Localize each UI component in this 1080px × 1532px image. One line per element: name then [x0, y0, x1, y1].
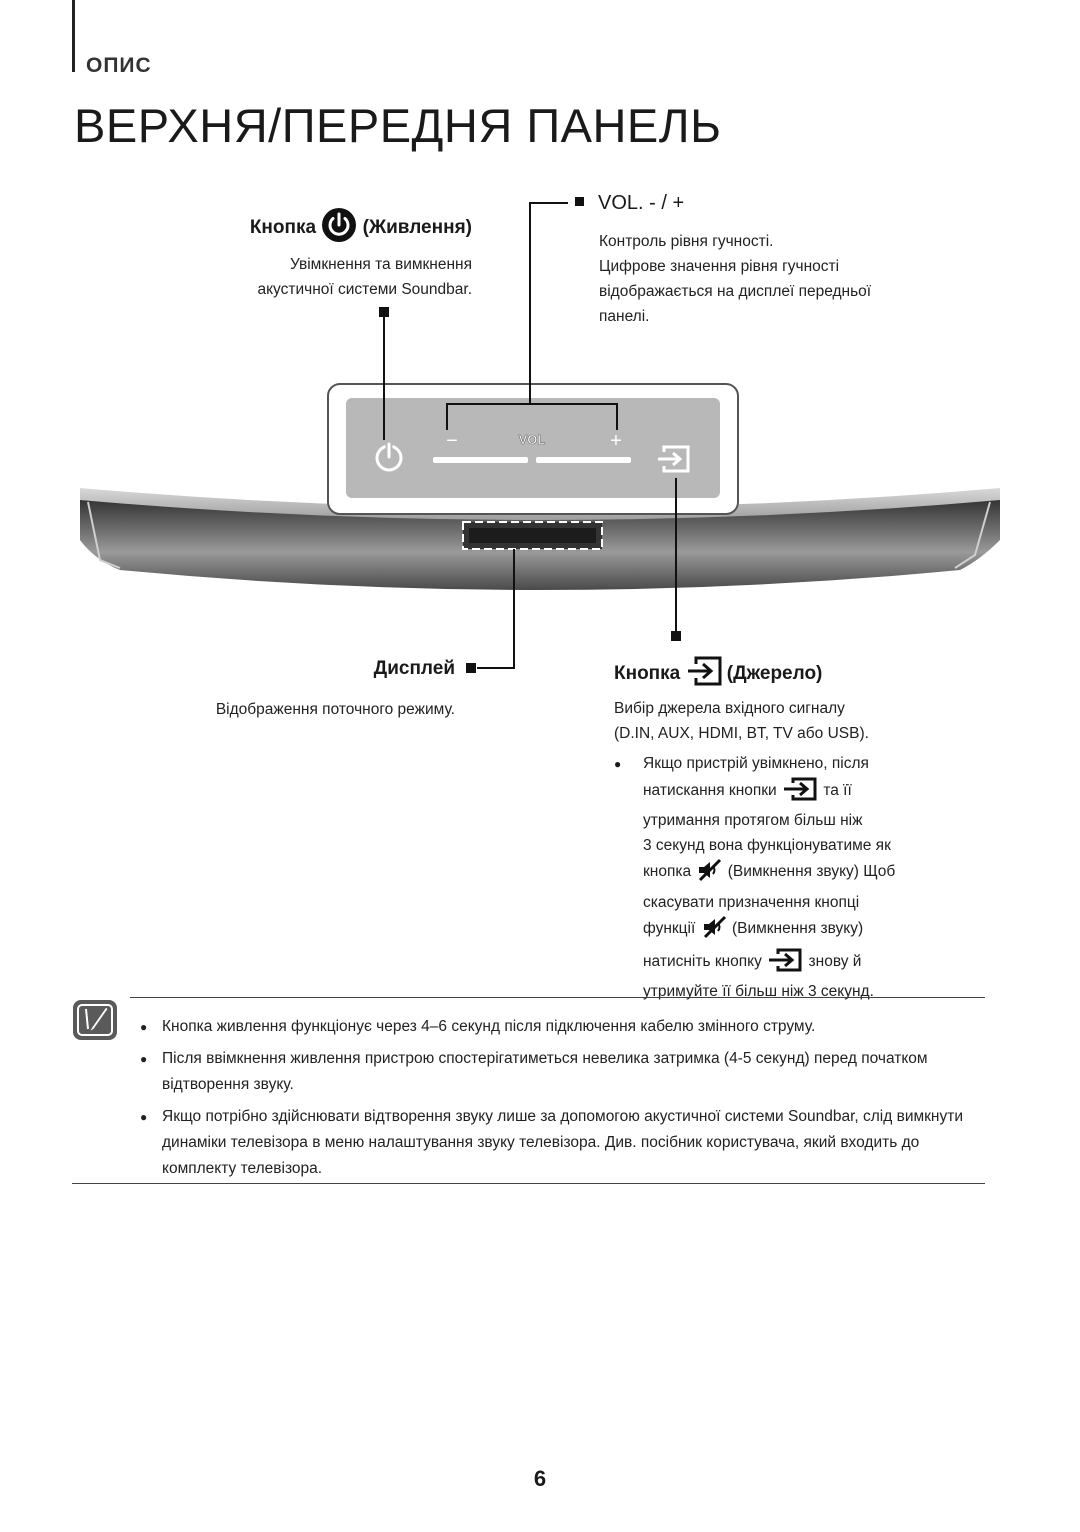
bullet-dot: ●: [614, 757, 622, 771]
bullet-text: знову й: [808, 952, 862, 970]
leader-lines: [379, 202, 681, 673]
source-description: Вибір джерела вхідного сигналу (D.IN, AU…: [614, 696, 974, 746]
power-description: Увімкнення та вимкнення акустичної систе…: [172, 252, 472, 302]
display-heading: Дисплей: [373, 658, 455, 679]
source-icon: [781, 777, 819, 810]
note-icon: [72, 999, 118, 1046]
soundbar-left-highlight: [87, 501, 121, 569]
panel-source-button: [658, 445, 690, 473]
bullet-text: кнопка: [643, 863, 692, 880]
section-bar: [72, 0, 75, 72]
soundbar-right-highlight: [954, 501, 991, 569]
notes-top-rule: [130, 997, 985, 998]
vol-label: VOL: [519, 432, 546, 447]
bullet-text: натисніть кнопку: [643, 952, 762, 970]
notes-section: Кнопка живлення функціонує через 4–6 сек…: [140, 1014, 980, 1188]
source-heading-prefix: Кнопка: [614, 663, 681, 685]
source-desc-line: (D.IN, AUX, HDMI, BT, TV або USB).: [614, 725, 869, 742]
notes-bottom-rule: [72, 1183, 985, 1184]
volume-description: Контроль рівня гучності. Цифрове значенн…: [599, 229, 959, 329]
power-desc-line: Увімкнення та вимкнення: [290, 256, 472, 273]
page-title: ВЕРХНЯ/ПЕРЕДНЯ ПАНЕЛЬ: [74, 99, 722, 152]
volume-desc-line: Контроль рівня гучності.: [599, 233, 774, 250]
volume-heading-text: VOL. - / +: [598, 192, 685, 214]
vol-plus-slider: [536, 457, 631, 463]
soundbar-top-edge: [80, 488, 1000, 520]
power-heading: Кнопка (Живлення): [250, 207, 472, 249]
mute-icon: [695, 858, 723, 891]
power-icon: [321, 207, 357, 249]
bullet-line: утримання протягом більш ніж: [643, 812, 863, 829]
vol-minus-label: −: [446, 430, 458, 452]
power-desc-line: акустичної системи Soundbar.: [257, 281, 472, 298]
control-panel-surface: [346, 398, 720, 498]
display-description: Відображення поточного режиму.: [215, 701, 455, 718]
notes-list: Кнопка живлення функціонує через 4–6 сек…: [140, 1014, 980, 1182]
note-item: Кнопка живлення функціонує через 4–6 сек…: [140, 1014, 980, 1040]
bullet-text: (Вимкнення звуку) Щоб: [727, 863, 896, 880]
bullet-text: та її: [823, 781, 852, 799]
bullet-text: функції: [643, 920, 696, 937]
note-item: Якщо потрібно здійснювати відтворення зв…: [140, 1104, 980, 1182]
source-icon: [766, 948, 804, 981]
bullet-line: функції (Вимкнення звуку): [643, 915, 954, 948]
source-heading: Кнопка (Джерело): [614, 656, 822, 692]
vol-plus-label: +: [610, 430, 622, 452]
bullet-line: утримуйте її більш ніж 3 секунд.: [643, 983, 874, 1000]
source-desc-line: Вибір джерела вхідного сигналу: [614, 700, 845, 717]
bullet-line: скасувати призначення кнопці: [643, 893, 860, 911]
bullet-line: натисніть кнопку знову й: [643, 948, 954, 981]
volume-marker: [575, 197, 584, 206]
bullet-line: натискання кнопки та її: [643, 777, 954, 810]
volume-desc-line: Цифрове значення рівня гучності: [599, 258, 840, 275]
bullet-line: кнопка (Вимкнення звуку) Щоб: [643, 858, 954, 891]
source-bullet: ● Якщо пристрій увімкнено, після натиска…: [614, 752, 954, 1005]
mute-icon: [700, 915, 728, 948]
bullet-text: (Вимкнення звуку): [731, 920, 864, 937]
volume-heading: VOL. - / +: [575, 192, 684, 215]
bullet-line: 3 секунд вона функціонуватиме як: [643, 836, 891, 854]
source-icon: [686, 656, 722, 692]
power-heading-suffix: (Живлення): [362, 217, 472, 239]
source-heading-suffix: (Джерело): [726, 663, 823, 685]
volume-desc-line: панелі.: [599, 308, 650, 325]
section-label: ОПИС: [86, 54, 152, 77]
volume-desc-line: відображається на дисплеї передньої: [599, 283, 872, 300]
soundbar-illustration: − VOL +: [80, 202, 1000, 673]
note-item: Після ввімкнення живлення пристрою спост…: [140, 1046, 980, 1098]
power-heading-prefix: Кнопка: [249, 217, 317, 239]
page-number: 6: [533, 1466, 547, 1491]
bullet-line: Якщо пристрій увімкнено, після: [643, 755, 869, 772]
bullet-text: натискання кнопки: [643, 781, 777, 799]
vol-minus-slider: [433, 457, 528, 463]
